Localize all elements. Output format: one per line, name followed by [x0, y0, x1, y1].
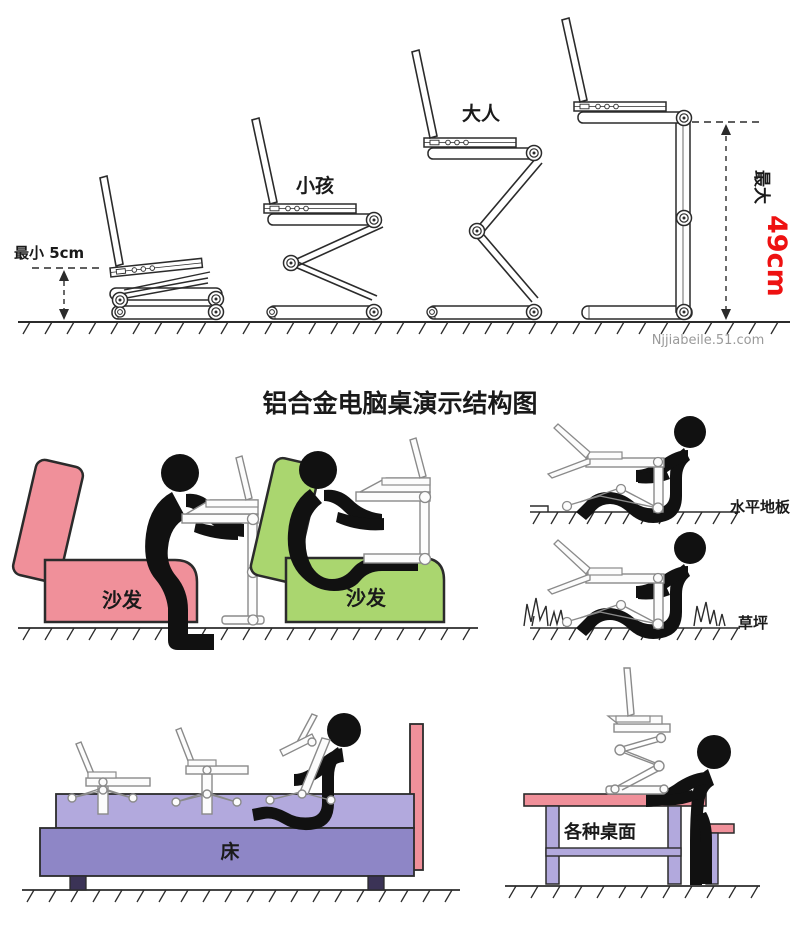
stand-maximum [561, 16, 693, 321]
floor-usage-panel: 水平地板 [523, 416, 791, 641]
desk-ground-line [505, 885, 760, 899]
max-height-label-value: 49cm [761, 215, 792, 297]
ground-line [18, 321, 790, 335]
stand-adult-label: 大人 [462, 102, 501, 125]
stand-folded-flat [99, 174, 225, 321]
stand-child-label: 小孩 [296, 174, 334, 197]
figure-sofa-green [287, 451, 418, 591]
max-height-label-cjk: 最大 [751, 170, 772, 204]
desk-leg-left [545, 805, 560, 885]
figure-desk [646, 735, 731, 885]
min-height-dimension [32, 267, 104, 320]
bed-usage-panel: 床 [22, 713, 460, 903]
bed-leg-right [367, 875, 385, 891]
desk-usage-panel: 各种桌面 [505, 667, 760, 899]
bed-ground-line [22, 889, 460, 903]
figure-floor-lawn [576, 532, 706, 639]
desk-label: 各种桌面 [563, 821, 636, 843]
desk-leg-right [667, 805, 682, 885]
grass-tuft-right [693, 601, 726, 627]
stand-bed-low [67, 741, 151, 815]
watermark: Njjiabeile.51.com [652, 333, 765, 348]
stand-bed-mid [171, 727, 249, 815]
sofa-pink-group: 沙发 [11, 454, 265, 650]
stand-sofa-green [355, 437, 432, 566]
page-title: 铝合金电脑桌演示结构图 [262, 389, 537, 418]
grass-tuft-left [523, 597, 565, 627]
stand-floor-level [546, 423, 665, 514]
desk-stretcher [545, 847, 682, 857]
stand-adult [411, 48, 543, 321]
bed-leg-left [69, 875, 87, 891]
sofa-pink-backrest [11, 458, 85, 584]
stand-child [251, 116, 384, 321]
stand-floor-lawn [546, 539, 665, 630]
floor-level-label: 水平地板 [730, 498, 791, 516]
sofa-ground-line [18, 627, 478, 641]
figure-floor-level [576, 416, 706, 523]
sofa-green-label: 沙发 [346, 586, 387, 610]
stand-bed-high [265, 713, 336, 805]
sofa-usage-panel: 沙发 [11, 437, 478, 650]
bed-base [39, 827, 415, 877]
floor-lawn-group: 草坪 [523, 532, 768, 641]
sofa-pink-label: 沙发 [102, 588, 143, 612]
min-height-label: 最小 5cm [14, 244, 84, 262]
height-range-panel: 最小 5cm 小孩 [14, 16, 792, 348]
sofa-green-group: 沙发 [249, 437, 446, 624]
floor-lawn-label: 草坪 [738, 614, 768, 632]
stand-desk [605, 667, 671, 795]
max-height-dimension [692, 121, 760, 320]
floor-level-group: 水平地板 [530, 416, 791, 525]
bed-label: 床 [220, 840, 239, 863]
